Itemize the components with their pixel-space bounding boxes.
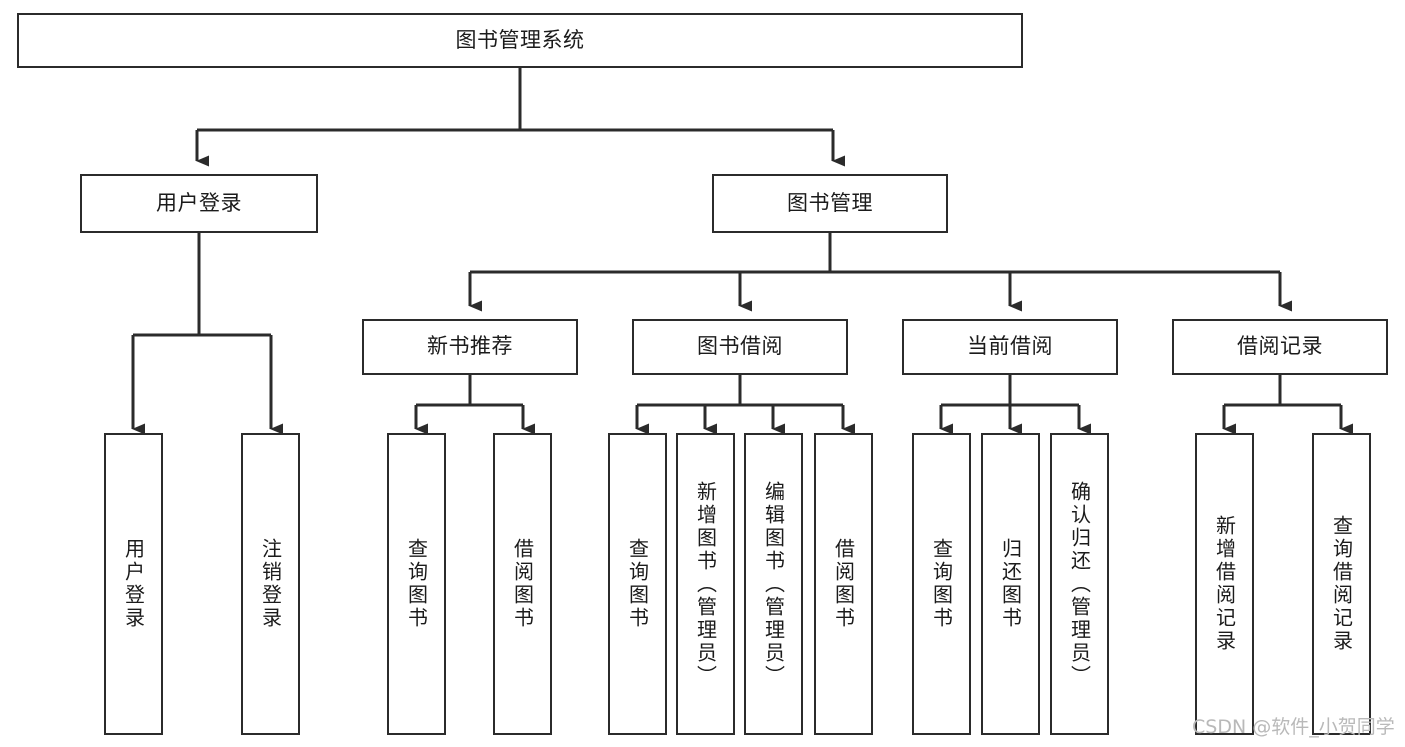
node-leaf-edit-book-label: 编辑图书（管理员） (761, 480, 786, 688)
node-user-login-label: 用户登录 (156, 190, 242, 215)
node-leaf-query-book-2-label: 查询图书 (625, 538, 650, 630)
node-book-manage-label: 图书管理 (787, 190, 873, 215)
node-leaf-query-book-1[interactable]: 查询图书 (387, 433, 446, 735)
csdn-watermark: CSDN @软件_小贺同学 (1192, 716, 1395, 738)
node-leaf-query-book-2[interactable]: 查询图书 (608, 433, 667, 735)
node-leaf-add-record-label: 新增借阅记录 (1212, 515, 1237, 653)
node-root[interactable]: 图书管理系统 (17, 13, 1023, 68)
node-book-manage[interactable]: 图书管理 (712, 174, 948, 233)
node-leaf-edit-book[interactable]: 编辑图书（管理员） (744, 433, 803, 735)
node-borrow-record-label: 借阅记录 (1237, 334, 1323, 359)
node-borrow-record[interactable]: 借阅记录 (1172, 319, 1388, 375)
node-leaf-query-book-1-label: 查询图书 (404, 538, 429, 630)
node-leaf-add-record[interactable]: 新增借阅记录 (1195, 433, 1254, 735)
node-leaf-add-book[interactable]: 新增图书（管理员） (676, 433, 735, 735)
node-book-borrow-label: 图书借阅 (697, 334, 783, 359)
node-new-book-recommend[interactable]: 新书推荐 (362, 319, 578, 375)
node-new-book-recommend-label: 新书推荐 (427, 334, 513, 359)
node-leaf-confirm-return-label: 确认归还（管理员） (1067, 480, 1092, 688)
node-leaf-add-book-label: 新增图书（管理员） (693, 480, 718, 688)
node-leaf-confirm-return[interactable]: 确认归还（管理员） (1050, 433, 1109, 735)
node-root-label: 图书管理系统 (455, 27, 585, 52)
node-leaf-query-record[interactable]: 查询借阅记录 (1312, 433, 1371, 735)
node-leaf-query-book-3[interactable]: 查询图书 (912, 433, 971, 735)
node-leaf-query-record-label: 查询借阅记录 (1329, 515, 1354, 653)
node-leaf-logout-login-label: 注销登录 (258, 538, 283, 630)
node-leaf-return-book[interactable]: 归还图书 (981, 433, 1040, 735)
node-leaf-user-login-label: 用户登录 (121, 538, 146, 630)
node-leaf-return-book-label: 归还图书 (998, 538, 1023, 630)
node-leaf-borrow-book-1-label: 借阅图书 (510, 538, 535, 630)
node-leaf-logout-login[interactable]: 注销登录 (241, 433, 300, 735)
node-leaf-borrow-book-1[interactable]: 借阅图书 (493, 433, 552, 735)
node-leaf-borrow-book-2[interactable]: 借阅图书 (814, 433, 873, 735)
node-user-login[interactable]: 用户登录 (80, 174, 318, 233)
node-current-borrow-label: 当前借阅 (967, 334, 1053, 359)
node-book-borrow[interactable]: 图书借阅 (632, 319, 848, 375)
node-leaf-user-login[interactable]: 用户登录 (104, 433, 163, 735)
node-leaf-query-book-3-label: 查询图书 (929, 538, 954, 630)
node-current-borrow[interactable]: 当前借阅 (902, 319, 1118, 375)
node-leaf-borrow-book-2-label: 借阅图书 (831, 538, 856, 630)
